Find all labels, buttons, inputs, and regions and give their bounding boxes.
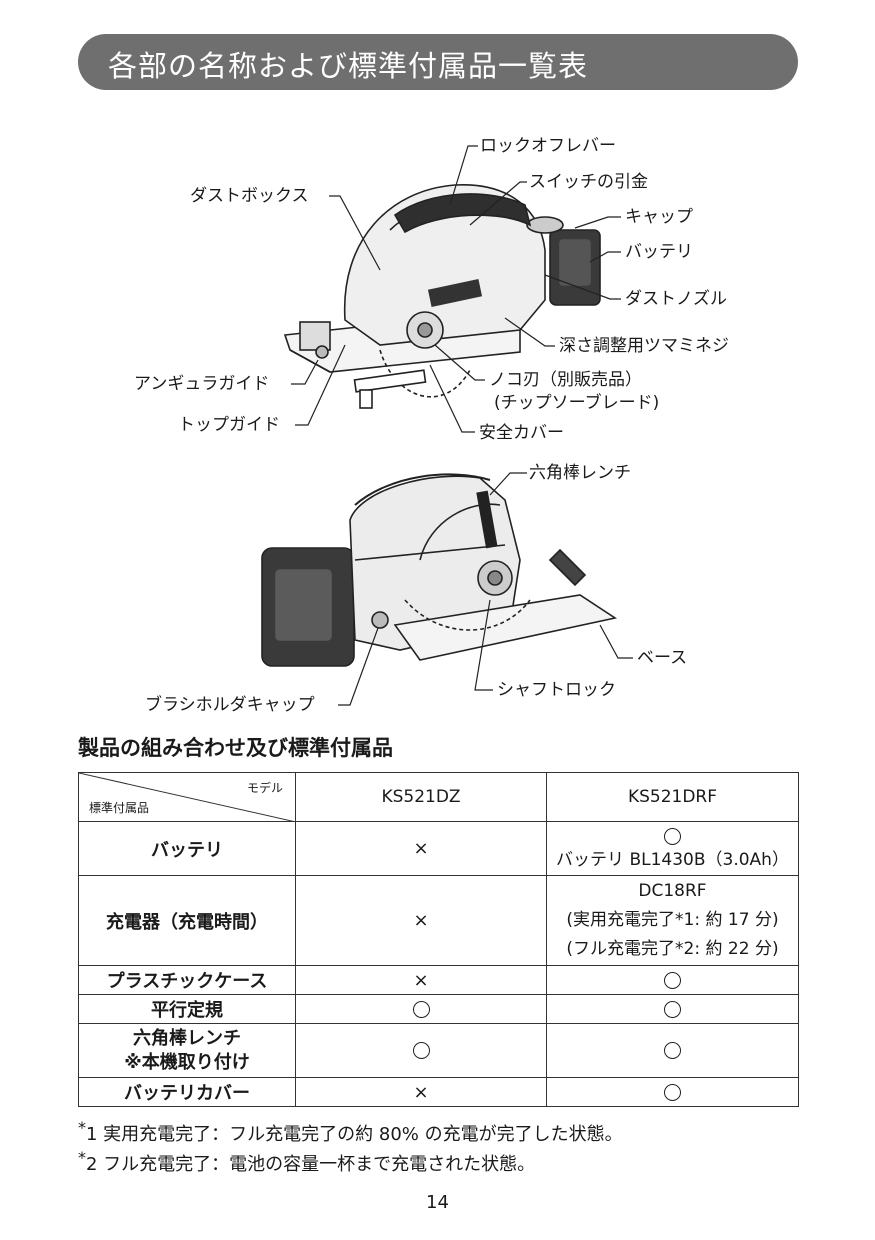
- bottom-saw-illustration: [261, 473, 618, 667]
- drf-charger-full: (フル充電完了*2: 約 22 分): [566, 939, 779, 959]
- label-top-guide: トップガイド: [178, 415, 280, 435]
- footnote-1: *1 実用充電完了：フル充電完了の約 80% の充電が完了した状態。: [78, 1118, 623, 1146]
- table-row: 六角棒レンチ ※本機取り付け: [78, 1023, 799, 1078]
- circle-mark: [664, 1042, 681, 1059]
- drf-charger-model: DC18RF: [638, 881, 707, 901]
- dz-cell: ×: [295, 875, 547, 966]
- label-dust-box: ダストボックス: [190, 186, 309, 206]
- label-angular-guide: アンギュラガイド: [134, 374, 270, 394]
- table-row: バッテリカバー ×: [78, 1077, 799, 1107]
- dz-cell: ×: [295, 821, 547, 876]
- accessory-table: モデル 標準付属品 KS521DZ KS521DRF バッテリ × バッテリ B…: [78, 772, 799, 1107]
- circle-mark: [412, 1042, 430, 1059]
- table-row: バッテリ × バッテリ BL1430B（3.0Ah）: [78, 821, 799, 876]
- dz-cell: ×: [295, 965, 547, 995]
- header-accessory-label: 標準付属品: [89, 801, 150, 815]
- section-heading: 製品の組み合わせ及び標準付属品: [78, 736, 393, 760]
- circle-mark: [664, 1000, 681, 1018]
- drf-cell: [546, 1077, 799, 1107]
- drf-battery-detail: バッテリ BL1430B（3.0Ah）: [556, 849, 789, 870]
- header-model-label: モデル: [246, 781, 283, 795]
- footnote-2: *2 フル充電完了：電池の容量一杯まで充電された状態。: [78, 1148, 535, 1176]
- model-header-dz: KS521DZ: [295, 772, 547, 822]
- drf-charger-practical: (実用充電完了*1: 約 17 分): [566, 910, 779, 930]
- label-saw-blade: ノコ刃（別販売品）: [489, 370, 642, 390]
- x-mark: ×: [413, 838, 429, 859]
- circle-mark: [664, 971, 681, 989]
- model-header-drf: KS521DRF: [546, 772, 799, 822]
- bottom-leader-lines: [338, 472, 633, 706]
- table-row: 平行定規: [78, 994, 799, 1024]
- circle-mark: [412, 1000, 430, 1018]
- drf-cell: バッテリ BL1430B（3.0Ah）: [546, 821, 799, 876]
- page-title: 各部の名称および標準付属品一覧表: [108, 49, 589, 83]
- label-dust-nozzle: ダストノズル: [625, 289, 727, 309]
- label-base: ベース: [637, 648, 688, 668]
- page-number: 14: [426, 1192, 449, 1213]
- label-cap: キャップ: [625, 207, 693, 227]
- top-leader-lines: [291, 145, 621, 433]
- item-hex-wrench-line2: ※本機取り付け: [124, 1051, 250, 1073]
- drf-cell: [546, 965, 799, 995]
- dz-cell: [295, 1023, 547, 1078]
- circle-mark: [664, 1083, 681, 1101]
- diagonal-header-cell: モデル 標準付属品: [78, 772, 296, 822]
- drf-cell: [546, 994, 799, 1024]
- table-row: 充電器（充電時間） × DC18RF (実用充電完了*1: 約 17 分) (フ…: [78, 875, 799, 966]
- label-shaft-lock: シャフトロック: [497, 680, 616, 700]
- label-lock-off-lever: ロックオフレバー: [480, 136, 616, 156]
- label-depth-knob: 深さ調整用ツマミネジ: [559, 336, 729, 356]
- x-mark: ×: [413, 1081, 429, 1103]
- item-battery: バッテリ: [78, 821, 296, 876]
- table-header-row: モデル 標準付属品 KS521DZ KS521DRF: [78, 772, 799, 822]
- dz-cell: [295, 994, 547, 1024]
- item-plastic-case: プラスチックケース: [78, 965, 296, 995]
- footnote-mark: *: [78, 1148, 86, 1167]
- item-hex-wrench: 六角棒レンチ ※本機取り付け: [78, 1023, 296, 1078]
- tool-illustrations: [261, 145, 633, 706]
- header-bar: 各部の名称および標準付属品一覧表: [78, 34, 798, 90]
- drf-cell: DC18RF (実用充電完了*1: 約 17 分) (フル充電完了*2: 約 2…: [546, 875, 799, 966]
- x-mark: ×: [413, 969, 429, 991]
- drf-cell: [546, 1023, 799, 1078]
- label-switch-trigger: スイッチの引金: [529, 172, 648, 192]
- item-battery-cover: バッテリカバー: [78, 1077, 296, 1107]
- x-mark: ×: [413, 910, 429, 931]
- item-charger: 充電器（充電時間）: [78, 875, 296, 966]
- label-safety-cover: 安全カバー: [479, 423, 564, 443]
- footnote-text: 1 実用充電完了：フル充電完了の約 80% の充電が完了した状態。: [86, 1124, 623, 1145]
- label-hex-wrench: 六角棒レンチ: [529, 463, 631, 483]
- footnote-mark: *: [78, 1118, 86, 1137]
- label-battery: バッテリ: [625, 242, 693, 262]
- label-saw-blade-sub: (チップソーブレード): [494, 393, 660, 413]
- dz-cell: ×: [295, 1077, 547, 1107]
- item-hex-wrench-line1: 六角棒レンチ: [133, 1027, 241, 1049]
- label-brush-holder-cap: ブラシホルダキャップ: [145, 695, 315, 715]
- circle-mark: [664, 828, 681, 845]
- item-parallel-guide: 平行定規: [78, 994, 296, 1024]
- top-saw-illustration: [283, 184, 601, 409]
- footnote-text: 2 フル充電完了：電池の容量一杯まで充電された状態。: [86, 1154, 536, 1175]
- table-row: プラスチックケース ×: [78, 965, 799, 995]
